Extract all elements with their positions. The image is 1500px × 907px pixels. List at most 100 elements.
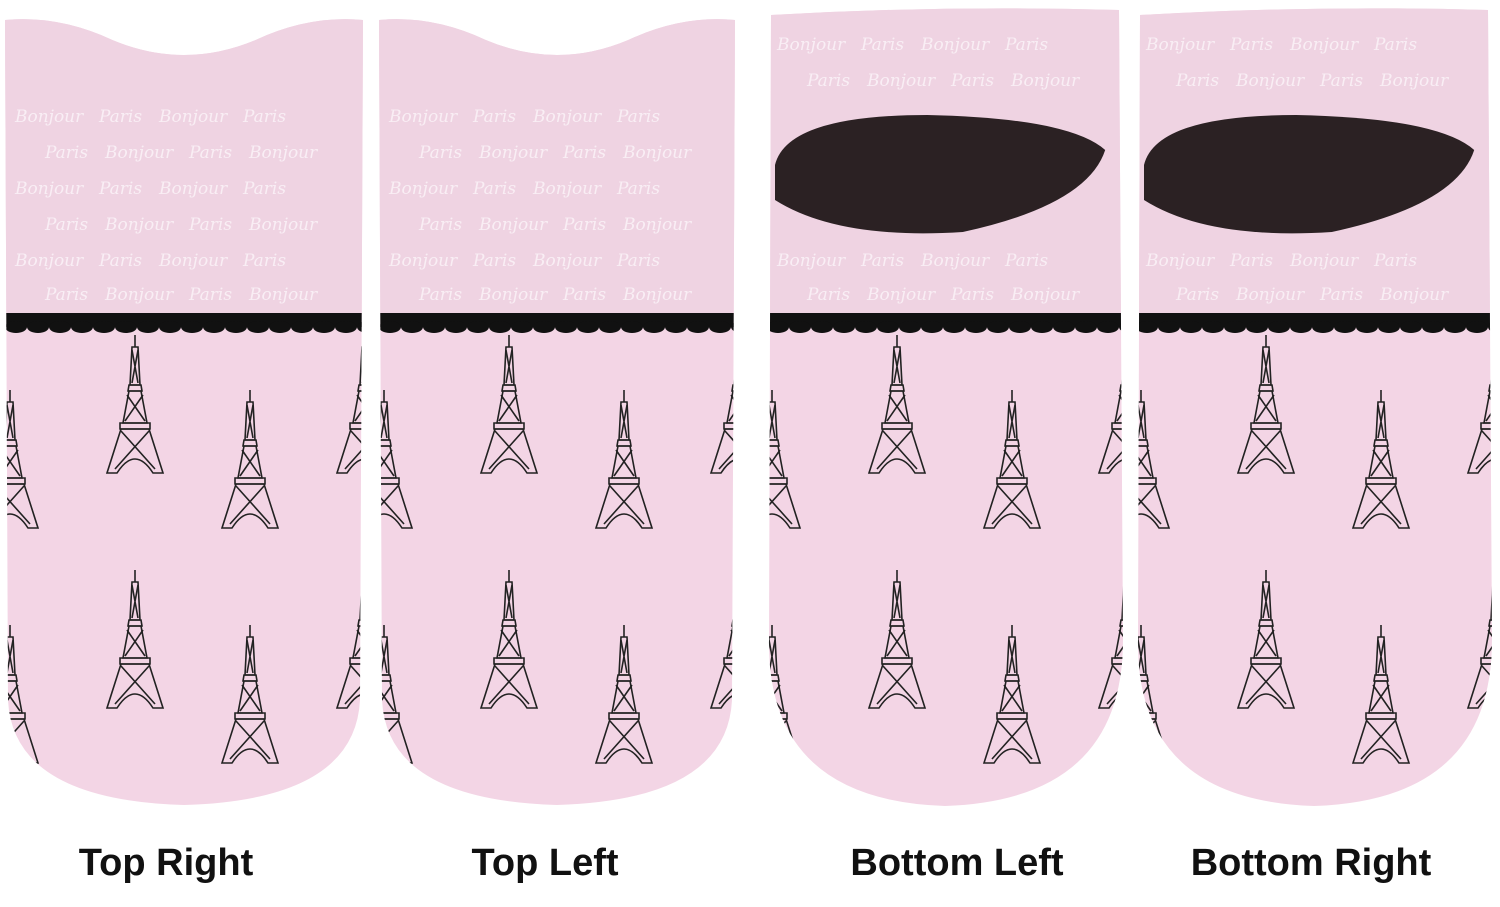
scallop xyxy=(423,321,445,333)
pattern-text: Paris xyxy=(616,179,660,199)
scallop xyxy=(1400,321,1422,333)
pattern-text: Paris xyxy=(242,179,286,199)
scallop xyxy=(401,321,423,333)
pattern-text: Bonjour xyxy=(532,107,602,127)
pattern-text: Bonjour xyxy=(14,179,84,199)
pattern-text: Paris xyxy=(188,285,232,305)
scallop xyxy=(1137,321,1158,333)
pattern-text: Bonjour xyxy=(1235,285,1305,305)
sock-label-bottom-left: Bottom Left xyxy=(850,842,1064,884)
scallop xyxy=(621,321,643,333)
scallop xyxy=(709,321,731,333)
scallop xyxy=(1356,321,1378,333)
pattern-text: Paris xyxy=(950,71,994,91)
scallop xyxy=(1268,321,1290,333)
pattern-text: Paris xyxy=(418,143,462,163)
pattern-text: Bonjour xyxy=(388,107,458,127)
scallop xyxy=(1422,321,1444,333)
scallop xyxy=(5,321,27,333)
pattern-text: Bonjour xyxy=(388,251,458,271)
pattern-text: Bonjour xyxy=(1289,35,1359,55)
pattern-text: Bonjour xyxy=(1235,71,1305,91)
pattern-text: Bonjour xyxy=(104,143,174,163)
pattern-text: Bonjour xyxy=(14,251,84,271)
scallop xyxy=(1224,321,1246,333)
scallop xyxy=(1444,321,1466,333)
pattern-text: Bonjour xyxy=(866,71,936,91)
pattern-text: Paris xyxy=(806,71,850,91)
scallop xyxy=(49,321,71,333)
pattern-text: Bonjour xyxy=(104,215,174,235)
pattern-text: Paris xyxy=(418,215,462,235)
heel-patch xyxy=(1144,115,1475,234)
pattern-text: Paris xyxy=(188,143,232,163)
scallop xyxy=(1312,321,1334,333)
scallop xyxy=(577,321,599,333)
eiffel-tower-icon xyxy=(1467,805,1492,807)
scallop xyxy=(687,321,709,333)
scallop xyxy=(379,321,401,333)
scallop xyxy=(467,321,489,333)
pattern-text: Bonjour xyxy=(478,285,548,305)
pattern-text: Bonjour xyxy=(158,107,228,127)
pattern-text: Bonjour xyxy=(1145,251,1215,271)
pattern-text: Paris xyxy=(472,179,516,199)
pattern-text: Paris xyxy=(860,35,904,55)
pattern-text: Bonjour xyxy=(1379,71,1449,91)
scallop xyxy=(27,321,49,333)
scallop xyxy=(665,321,687,333)
scallop xyxy=(877,321,899,333)
scallop xyxy=(313,321,335,333)
pattern-text: Paris xyxy=(472,251,516,271)
pattern-text: Bonjour xyxy=(14,107,84,127)
pattern-text: Bonjour xyxy=(920,35,990,55)
pattern-text: Bonjour xyxy=(478,143,548,163)
eiffel-tower-icon xyxy=(481,805,537,812)
pattern-text: Bonjour xyxy=(1010,71,1080,91)
scallop xyxy=(1180,321,1202,333)
pattern-text: Paris xyxy=(418,285,462,305)
pattern-text: Paris xyxy=(98,179,142,199)
scallop xyxy=(1246,321,1268,333)
scallop xyxy=(115,321,137,333)
scallop xyxy=(1009,321,1031,333)
pattern-text: Paris xyxy=(860,251,904,271)
pattern-text: Paris xyxy=(616,107,660,127)
pattern-text: Bonjour xyxy=(1010,285,1080,305)
pattern-text: Paris xyxy=(1175,285,1219,305)
scallop xyxy=(225,321,247,333)
scallop xyxy=(1378,321,1400,333)
scallop xyxy=(811,321,833,333)
scallop xyxy=(159,321,181,333)
scallop xyxy=(965,321,987,333)
pattern-text: Paris xyxy=(1319,71,1363,91)
pattern-text: Bonjour xyxy=(1145,35,1215,55)
eiffel-tower-icon xyxy=(107,805,163,812)
eiffel-tower-icon xyxy=(1098,805,1123,807)
scallop xyxy=(335,321,357,333)
pattern-text: Paris xyxy=(98,251,142,271)
pattern-text: Bonjour xyxy=(532,179,602,199)
pattern-text: Bonjour xyxy=(622,285,692,305)
pattern-text: Bonjour xyxy=(622,143,692,163)
scallop xyxy=(1097,321,1119,333)
scallop xyxy=(921,321,943,333)
scallop xyxy=(555,321,577,333)
scallop xyxy=(1031,321,1053,333)
scallop xyxy=(181,321,203,333)
scallop xyxy=(1075,321,1097,333)
pattern-text: Paris xyxy=(1004,35,1048,55)
scallop xyxy=(71,321,93,333)
scallop xyxy=(445,321,467,333)
pattern-text: Bonjour xyxy=(388,179,458,199)
pattern-text: Paris xyxy=(44,215,88,235)
pattern-text: Bonjour xyxy=(1289,251,1359,271)
pattern-text: Bonjour xyxy=(776,251,846,271)
scallop xyxy=(93,321,115,333)
